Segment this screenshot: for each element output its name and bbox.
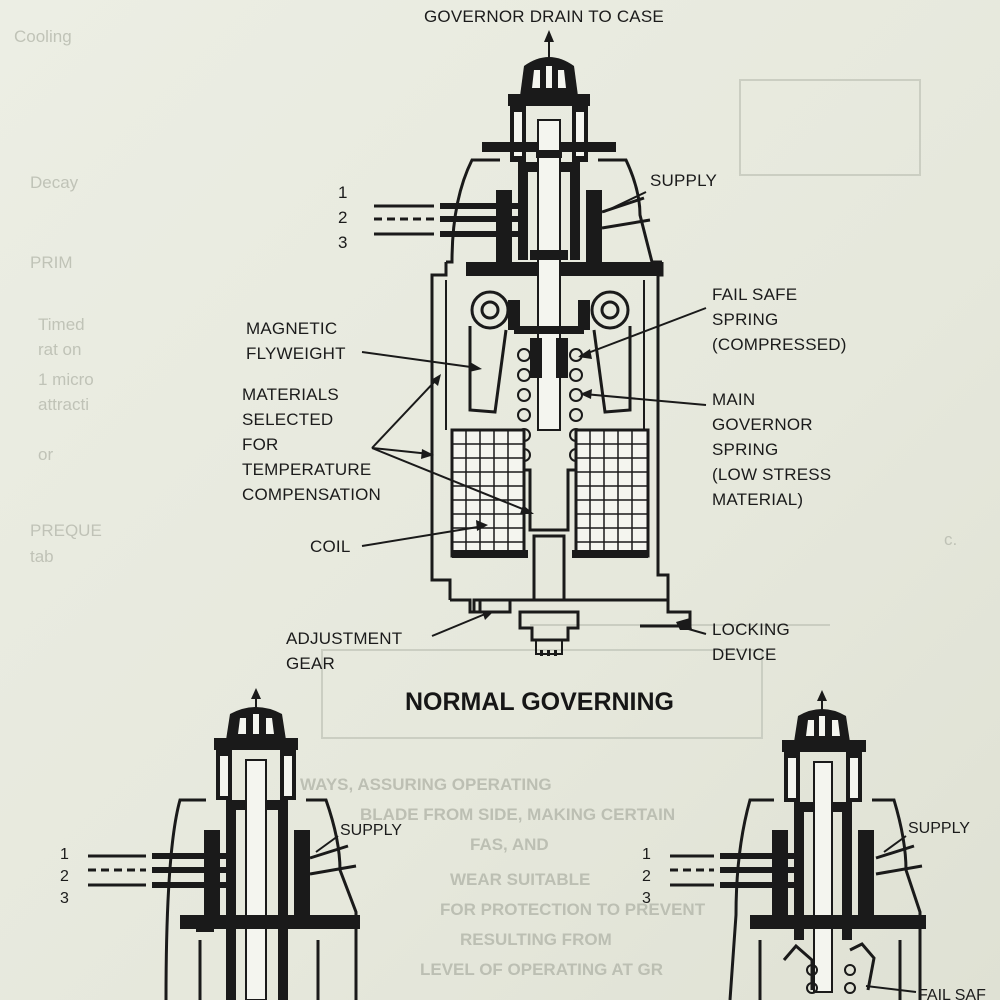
ghost-line: RESULTING FROM xyxy=(460,930,612,949)
label-materials-5: COMPENSATION xyxy=(242,485,381,504)
label-wire-3: 3 xyxy=(60,890,69,907)
label-supply: SUPPLY xyxy=(908,820,970,837)
bleed-through-text: Cooling Decay PRIM Timed rat on 1 micro … xyxy=(14,27,957,979)
signal-ports xyxy=(374,203,520,237)
pilot-stem xyxy=(813,761,833,993)
label-wire-1: 1 xyxy=(60,846,69,863)
label-wire-3: 3 xyxy=(642,890,651,907)
valve-sleeve xyxy=(226,800,288,1000)
label-main-3: SPRING xyxy=(712,440,778,459)
label-coil: COIL xyxy=(310,537,350,556)
label-wire-1: 1 xyxy=(338,183,348,202)
label-main-2: GOVERNOR xyxy=(712,415,813,434)
label-wire-1: 1 xyxy=(642,846,651,863)
label-main-4: (LOW STRESS xyxy=(712,465,831,484)
ghost-line: FOR PROTECTION TO PREVENT xyxy=(440,900,706,919)
label-wire-3: 3 xyxy=(338,233,348,252)
label-wire-2: 2 xyxy=(642,868,651,885)
ghost-line: FAS, AND xyxy=(470,835,549,854)
ghost-line: Cooling xyxy=(14,27,72,46)
armature xyxy=(532,534,566,602)
signal-ports xyxy=(670,853,796,888)
adjustment-boss xyxy=(518,610,580,642)
ghost-line: or xyxy=(38,445,53,464)
label-fail-safe-3: (COMPRESSED) xyxy=(712,335,847,354)
label-magnetic-1: MAGNETIC xyxy=(246,319,337,338)
coil-right xyxy=(572,428,650,558)
label-wire-2: 2 xyxy=(338,208,348,227)
governor-cutaway-bottom-right: SUPPLY 1 2 3 FAIL SAF xyxy=(642,690,986,1000)
ghost-line: LEVEL OF OPERATING AT GR xyxy=(420,960,663,979)
label-magnetic-2: FLYWEIGHT xyxy=(246,344,346,363)
label-supply: SUPPLY xyxy=(650,171,717,190)
label-supply: SUPPLY xyxy=(340,822,402,839)
ghost-line: BLADE FROM SIDE, MAKING CERTAIN xyxy=(360,805,675,824)
housing-body-right xyxy=(656,262,670,600)
ghost-line: rat on xyxy=(38,340,81,359)
ghost-line: PREQUE xyxy=(30,521,102,540)
ghost-line: Timed xyxy=(38,315,85,334)
label-fail-safe-1: FAIL SAFE xyxy=(712,285,797,304)
ghost-line: 1 micro xyxy=(38,370,94,389)
caption-normal-governing: NORMAL GOVERNING xyxy=(405,688,674,716)
adjustment-gear xyxy=(472,598,512,614)
housing-upper-right xyxy=(598,158,662,264)
cap-collar xyxy=(508,94,590,106)
pilot-stem xyxy=(245,759,267,1000)
label-main-5: MATERIAL) xyxy=(712,490,803,509)
valve-sleeve xyxy=(518,162,580,260)
label-governor-drain: GOVERNOR DRAIN TO CASE xyxy=(424,7,664,26)
ghost-line: c. xyxy=(944,530,957,549)
label-fail-safe-2: SPRING xyxy=(712,310,778,329)
label-adjustment-1: ADJUSTMENT xyxy=(286,629,402,648)
coil-left xyxy=(450,428,528,558)
leader-lines xyxy=(361,191,707,637)
governor-cutaway-bottom-left: SUPPLY 1 2 3 xyxy=(60,688,402,1000)
label-adjustment-2: GEAR xyxy=(286,654,335,673)
housing-body-left xyxy=(430,262,452,600)
ghost-line: WAYS, ASSURING OPERATING xyxy=(300,775,552,794)
label-materials-1: MATERIALS xyxy=(242,385,339,404)
signal-ports xyxy=(88,853,228,888)
label-locking-1: LOCKING xyxy=(712,620,790,639)
magnetic-flyweight-left xyxy=(468,290,520,414)
label-materials-4: TEMPERATURE xyxy=(242,460,371,479)
ghost-box xyxy=(739,79,921,176)
pilot-stem xyxy=(537,119,561,431)
ghost-line: WEAR SUITABLE xyxy=(450,870,590,889)
housing-left xyxy=(728,798,774,1000)
supply-port xyxy=(875,844,923,876)
governor-cutaway-top: GOVERNOR DRAIN TO CASE SUPPLY 1 2 3 FAIL… xyxy=(242,7,847,716)
ghost-line: tab xyxy=(30,547,54,566)
ghost-line: Decay xyxy=(30,173,79,192)
ghost-line: PRIM xyxy=(30,253,73,272)
label-fail-safe-partial: FAIL SAF xyxy=(918,987,986,1000)
label-materials-3: FOR xyxy=(242,435,278,454)
ghost-line: attracti xyxy=(38,395,89,414)
label-main-1: MAIN xyxy=(712,390,755,409)
label-materials-2: SELECTED xyxy=(242,410,333,429)
supply-port xyxy=(309,844,357,876)
fail-safe-spring xyxy=(514,326,584,378)
label-locking-2: DEVICE xyxy=(712,645,777,664)
housing-upper-left xyxy=(446,158,500,264)
label-wire-2: 2 xyxy=(60,868,69,885)
magnetic-flyweight-right xyxy=(578,290,632,414)
drain-arrow-head xyxy=(544,30,554,42)
